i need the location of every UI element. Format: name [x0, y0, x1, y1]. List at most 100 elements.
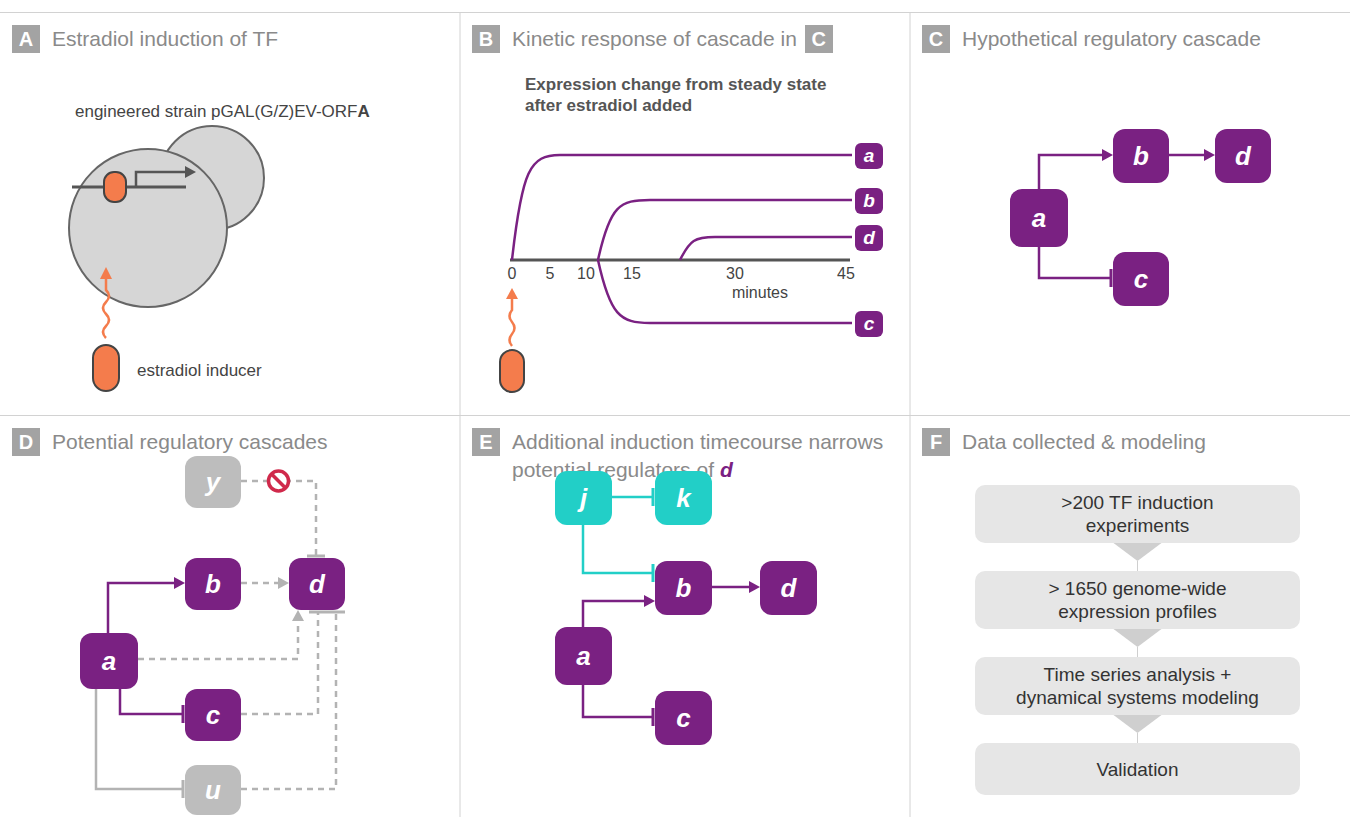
connector: [241, 471, 325, 556]
gene-letter: d: [309, 569, 325, 600]
connector-line: [1039, 155, 1102, 189]
process-box: Time series analysis + dynamical systems…: [975, 657, 1300, 715]
inhibition-bar: [327, 611, 345, 614]
connector-line: [96, 689, 183, 789]
panel-title: Hypothetical regulatory cascade: [962, 27, 1261, 50]
gene-letter: c: [864, 313, 875, 335]
gene-node: y: [185, 456, 241, 508]
gene-letter: d: [781, 573, 797, 604]
prohibition-sign: [269, 471, 289, 491]
connector: [1114, 629, 1162, 657]
connector: [108, 577, 185, 633]
gene-letter: a: [864, 145, 875, 167]
panel-letter: E: [472, 428, 500, 456]
wavy-arrowhead: [100, 267, 112, 279]
gene-node: d: [1215, 129, 1271, 183]
panel-title: Kinetic response of cascade in: [512, 27, 797, 50]
gene-node: u: [185, 765, 241, 815]
chevron-stem: [1137, 561, 1138, 571]
panel: EAdditional induction timecourse narrows…: [460, 415, 910, 817]
connector-line: [612, 496, 653, 499]
connector: [241, 612, 345, 789]
text-label: 10: [577, 265, 595, 283]
estradiol-bound-tf: [104, 172, 126, 202]
panel-letter: A: [12, 25, 40, 53]
text-label: 30: [726, 265, 744, 283]
arrowhead: [1204, 149, 1215, 161]
gene-letter: a: [1032, 203, 1046, 234]
prohibition-slash: [272, 474, 286, 488]
estradiol-pill: [500, 350, 524, 392]
process-box: Validation: [975, 743, 1300, 795]
panel-letter: B: [472, 25, 500, 53]
connector: [612, 488, 653, 506]
arrowhead: [644, 595, 655, 607]
gene-letter: j: [580, 483, 587, 514]
panel-title-line: Potential regulatory cascades: [52, 428, 442, 456]
wavy-arrow: [510, 298, 515, 346]
box-text: Validation: [1096, 758, 1178, 781]
gene-letter: b: [676, 573, 692, 604]
gene-node: c: [855, 311, 883, 337]
gene-node: b: [855, 188, 883, 214]
chevron-stem: [1137, 733, 1138, 743]
gene-letter: c: [206, 700, 220, 731]
box-text: >200 TF induction experiments: [1043, 491, 1233, 537]
arrowhead: [174, 577, 185, 589]
gene-letter: a: [102, 646, 116, 677]
connector-line: [108, 583, 174, 633]
panel-title-line: Data collected & modeling: [962, 428, 1342, 456]
panel: F Data collected & modeling >200 TF induct…: [910, 415, 1350, 817]
gene-letter: d: [863, 227, 875, 249]
panel-letter: C: [922, 25, 950, 53]
gene-letter: y: [206, 467, 220, 498]
wavy-arrow: [103, 278, 109, 338]
text-label: 15: [623, 265, 641, 283]
connector: [96, 689, 183, 798]
arrowhead: [749, 581, 760, 593]
panel: B Kinetic response of cascade in Ca bd c: [460, 12, 910, 415]
gene-letter: a: [576, 641, 590, 672]
connector-line: [241, 612, 318, 714]
panel-letter: F: [922, 428, 950, 456]
text-label: engineered strain pGAL(G/Z)EV-ORF: [75, 102, 358, 122]
promoter-arrow: [136, 172, 186, 187]
wavy-arrowhead: [506, 288, 518, 299]
connector: [712, 581, 760, 593]
connector: [583, 525, 653, 582]
panel: A Estradiol induction of TF: [0, 12, 460, 415]
curve-c: [598, 260, 852, 323]
process-box: >200 TF induction experiments: [975, 485, 1300, 543]
text-label: 0: [508, 265, 517, 283]
connector: [583, 595, 655, 627]
gene-letter: c: [676, 703, 690, 734]
panel-title-line: Estradiol induction of TF: [52, 25, 442, 53]
connector: [583, 685, 653, 726]
connector: [1039, 149, 1113, 189]
gene-node: d: [855, 225, 883, 251]
panel: DPotential regulatory cascadesybdacu: [0, 415, 460, 817]
gene-node: a: [1010, 189, 1068, 247]
connector: [241, 612, 327, 714]
gene-letter: b: [205, 569, 221, 600]
curve-d: [680, 237, 852, 260]
process-box: > 1650 genome-wide expression profiles: [975, 571, 1300, 629]
gene-node: c: [655, 691, 712, 745]
box-text: > 1650 genome-wide expression profiles: [1038, 577, 1238, 623]
connector: [1114, 715, 1162, 743]
connector-line: [583, 685, 653, 717]
gene-letter: u: [205, 775, 221, 806]
panel-title: Potential regulatory cascades: [52, 430, 328, 453]
chevron-stem: [1137, 647, 1138, 657]
panel-title: Data collected & modeling: [962, 430, 1206, 453]
gene-node: c: [1113, 252, 1169, 306]
gene-node: d: [289, 558, 345, 610]
gene-node: b: [1113, 129, 1169, 183]
connector-line: [1169, 154, 1204, 157]
gene-letter: b: [863, 190, 875, 212]
connector: [138, 610, 304, 659]
gene-node: k: [655, 471, 712, 525]
chevron-arrow: [1114, 629, 1162, 647]
panel-reference-badge: C: [805, 25, 833, 53]
text-label: minutes: [732, 284, 788, 302]
